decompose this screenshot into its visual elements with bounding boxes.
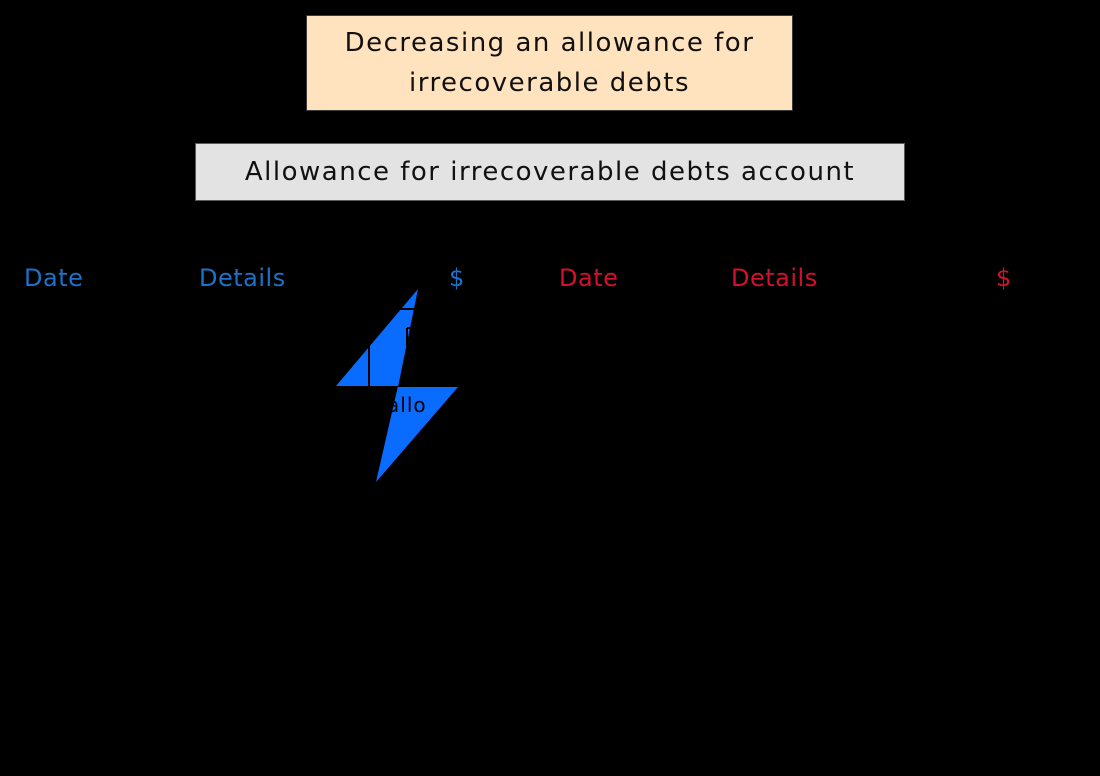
- diagram-title: Decreasing an allowance for irrecoverabl…: [306, 15, 793, 111]
- account-name: Allowance for irrecoverable debts accoun…: [244, 157, 856, 187]
- diagram-title-line-1: Decreasing an allowance for: [344, 28, 755, 58]
- credit-amount-header: $: [996, 264, 1012, 292]
- diagram-title-line-2: irrecoverable debts: [408, 68, 690, 98]
- account-name-banner: Allowance for irrecoverable debts accoun…: [195, 143, 905, 201]
- debit-amount-header: $: [449, 264, 465, 292]
- partially-revealed-text: allo: [387, 393, 427, 417]
- debit-date-header: Date: [24, 264, 84, 292]
- debit-details-header: Details: [199, 264, 286, 292]
- credit-date-header: Date: [559, 264, 619, 292]
- credit-details-header: Details: [731, 264, 818, 292]
